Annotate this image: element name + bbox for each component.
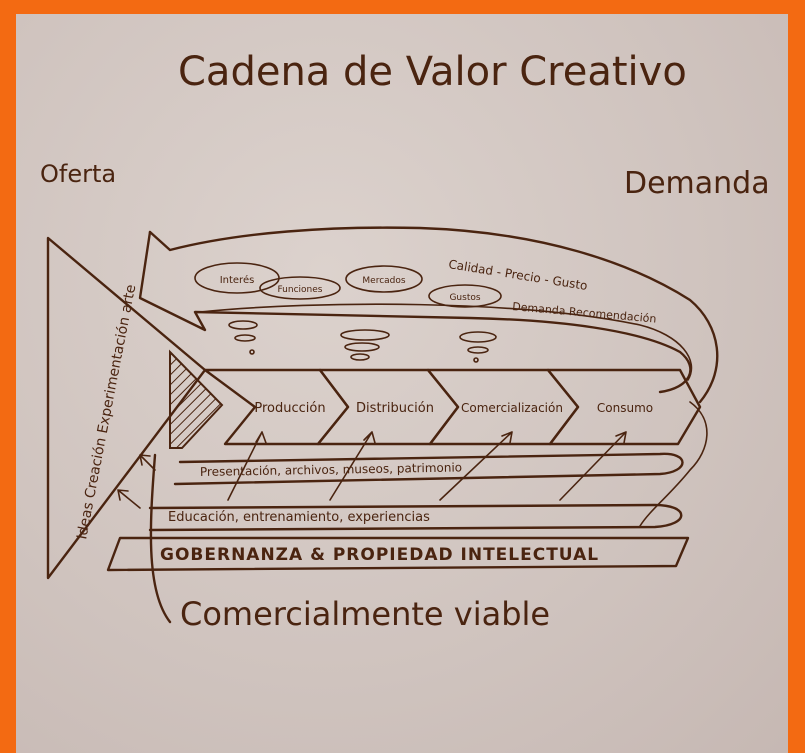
governance-band xyxy=(106,536,690,572)
feedback-text-quality: Calidad - Precio - Gusto xyxy=(448,257,589,293)
return-curve xyxy=(639,401,708,527)
viability-hook xyxy=(149,453,172,624)
paper-sheet xyxy=(16,14,788,753)
viability-label: Comercialmente viable xyxy=(180,595,550,633)
feedback-arrow-inner xyxy=(199,303,693,381)
layer-2-text: Educación, entrenamiento, experiencias xyxy=(168,510,430,525)
governance-text: GOBERNANZA & PROPIEDAD INTELECTUAL xyxy=(160,545,599,565)
oval-tastes-label: Gustos xyxy=(449,293,480,303)
diagram-title: Cadena de Valor Creativo xyxy=(178,49,687,95)
creation-triangle xyxy=(46,236,207,580)
layer-band-1 xyxy=(173,452,684,486)
hatched-wedge xyxy=(169,349,224,449)
oval-markets xyxy=(345,265,423,293)
oval-interest-label: Interés xyxy=(220,274,255,286)
step-consumption: Consumo xyxy=(597,401,653,415)
oval-functions-label: Funciones xyxy=(278,285,323,295)
chevron-consumption xyxy=(546,368,702,446)
feedback-arrow-outer xyxy=(138,230,692,394)
triangle-label: Ideas Creación Experimentación arte xyxy=(74,283,139,541)
oval-markets-label: Mercados xyxy=(362,276,405,286)
oval-tastes xyxy=(428,284,502,308)
feedback-arrow-top xyxy=(148,226,719,404)
step-production: Producción xyxy=(254,401,325,416)
supply-label: Oferta xyxy=(40,160,116,188)
demand-label: Demanda xyxy=(624,166,770,201)
oval-functions xyxy=(259,276,341,300)
support-arrows xyxy=(117,431,627,509)
step-distribution: Distribución xyxy=(356,401,434,416)
step-commercialization: Comercialización xyxy=(461,401,563,415)
swirl-marks xyxy=(228,320,497,363)
layer-1-text: Presentación, archivos, museos, patrimon… xyxy=(200,460,462,479)
